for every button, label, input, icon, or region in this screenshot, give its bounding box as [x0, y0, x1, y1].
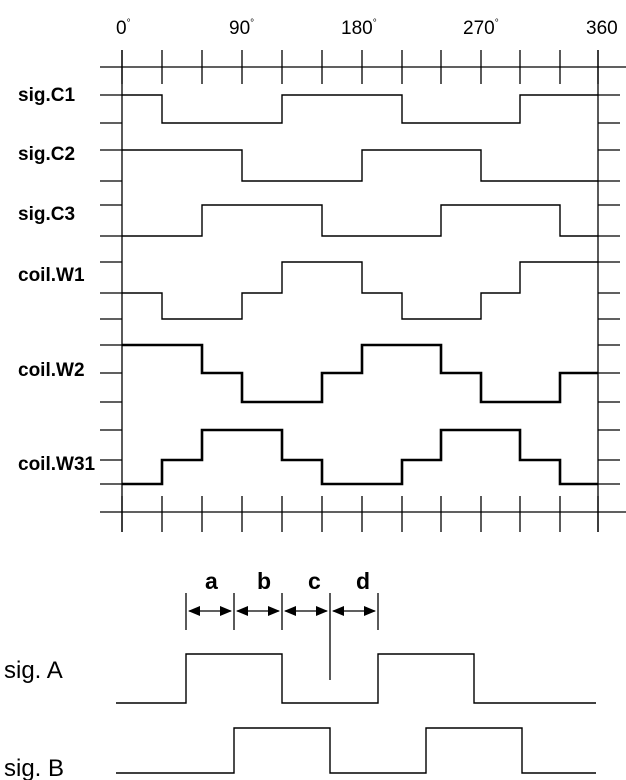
top-tick-marks	[121, 50, 599, 84]
signal-label-sig-a: sig. A	[4, 657, 63, 684]
interval-label-b: b	[257, 568, 271, 594]
tick-label-270: 270°	[463, 18, 499, 39]
interval-markers: a b c d	[185, 568, 379, 680]
waveform-sig-c2	[122, 149, 598, 182]
waveform-sig-b	[116, 727, 596, 774]
signal-label-sig-b: sig. B	[4, 755, 64, 780]
signal-label-sig-c2: sig.C2	[18, 144, 75, 165]
waveform-sig-a	[116, 653, 596, 704]
interval-label-d: d	[356, 568, 370, 594]
interval-label-c: c	[308, 568, 321, 594]
waveform-sig-c3	[122, 204, 598, 237]
signal-label-coil-w31: coil.W31	[18, 454, 96, 475]
tick-label-0: 0°	[116, 18, 131, 39]
waveform-coil-w1	[122, 261, 598, 320]
signal-label-coil-w2: coil.W2	[18, 360, 85, 381]
waveform-coil-w2	[122, 343, 598, 404]
side-tick-marks	[100, 94, 620, 485]
interval-label-a: a	[205, 568, 218, 594]
degree-axis: 0° 90° 180° 270° 360	[116, 18, 618, 39]
tick-label-90: 90°	[229, 18, 254, 39]
waveform-coil-w31	[122, 428, 598, 486]
tick-label-180: 180°	[341, 18, 377, 39]
bottom-tick-marks	[121, 496, 599, 532]
diagram-frame	[100, 50, 626, 532]
signal-label-coil-w1: coil.W1	[18, 265, 85, 286]
waveform-sig-c1	[122, 94, 598, 124]
signal-label-sig-c3: sig.C3	[18, 204, 75, 225]
signal-label-sig-c1: sig.C1	[18, 85, 75, 106]
tick-label-360: 360	[586, 18, 618, 39]
